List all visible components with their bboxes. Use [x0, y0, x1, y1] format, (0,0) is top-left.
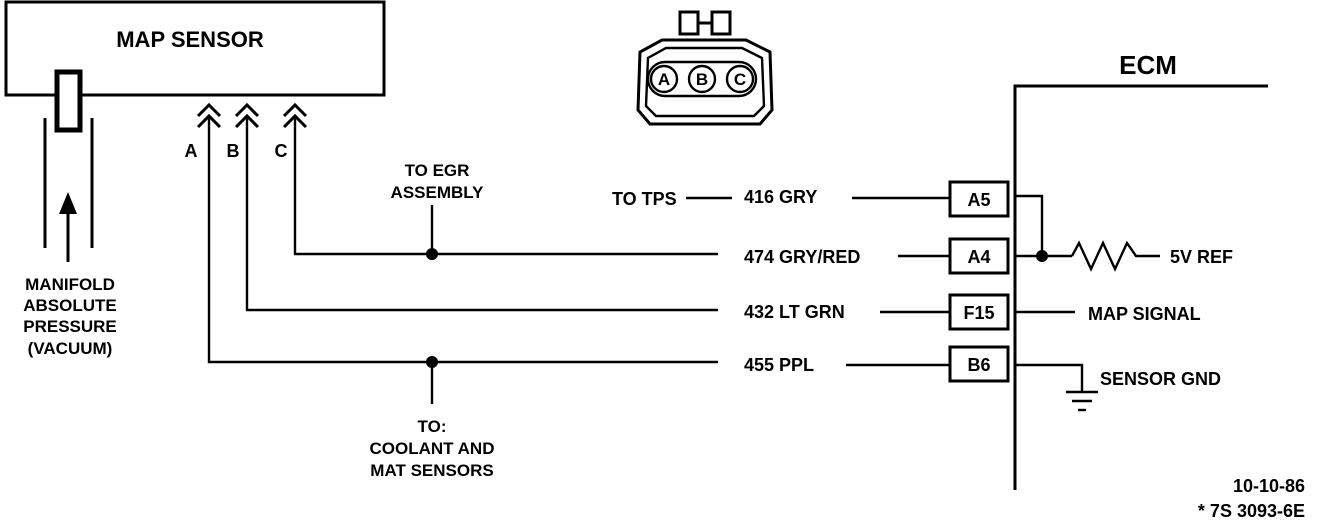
terminal-a5-label: A5: [967, 190, 990, 210]
wire-474-gry-red: [293, 118, 718, 256]
map-sensor-title: MAP SENSOR: [116, 27, 264, 52]
terminal-b6: [948, 345, 1010, 383]
ecm-boundary: [1013, 84, 1268, 490]
pin-b-chevron-icon: [234, 102, 260, 129]
function-5v-ref: 5V REF: [1170, 247, 1233, 267]
terminal-f15-label: F15: [963, 303, 994, 323]
diagram-code: * 7S 3093-6E: [1198, 501, 1305, 521]
terminal-f15: [948, 293, 1010, 331]
coolant-label-line3: MAT SENSORS: [370, 461, 493, 480]
circuit-474-label: 474 GRY/RED: [744, 247, 860, 267]
circuit-432-label: 432 LT GRN: [744, 302, 845, 322]
wire-432-lt-grn: [245, 118, 718, 312]
pin-a-chevron-icon: [196, 102, 222, 129]
egr-label-line1: TO EGR: [405, 161, 470, 180]
coolant-splice-dot: [426, 356, 438, 368]
function-map-signal: MAP SIGNAL: [1088, 304, 1201, 324]
pin-a-label: A: [185, 141, 198, 161]
pin-c-chevron-icon: [282, 102, 308, 129]
coolant-label-line1: TO:: [418, 417, 447, 436]
ref-bus-wire: [1015, 194, 1044, 256]
terminal-a4-label: A4: [967, 247, 990, 267]
connector-face-icon: [636, 10, 774, 126]
diagram-date: 10-10-86: [1233, 476, 1305, 496]
connector-cavity-b: B: [696, 70, 708, 89]
egr-label-line2: ASSEMBLY: [391, 183, 485, 202]
egr-splice-dot: [426, 248, 438, 260]
vacuum-label-line2: ABSOLUTE: [23, 296, 117, 315]
coolant-label-line2: COOLANT AND: [370, 439, 495, 458]
connector-cavity-a: A: [658, 70, 670, 89]
function-sensor-gnd: SENSOR GND: [1100, 369, 1221, 389]
connector-cavity-c: C: [734, 70, 746, 89]
circuit-416-label: 416 GRY: [744, 187, 817, 207]
ground-internal-wire: [1015, 363, 1084, 392]
vacuum-label-line3: PRESSURE: [23, 317, 117, 336]
vacuum-port: [54, 69, 83, 133]
circuit-455-label: 455 PPL: [744, 355, 814, 375]
terminal-a4: [948, 237, 1010, 275]
pin-b-label: B: [227, 141, 240, 161]
wire-455-ppl: [207, 118, 718, 364]
vacuum-label-line1: MANIFOLD: [25, 275, 115, 294]
ref-junction-dot: [1036, 250, 1048, 262]
vacuum-arrow-head: [59, 192, 77, 214]
tps-label: TO TPS: [612, 189, 677, 209]
ground-symbol-icon: [1066, 390, 1098, 412]
vacuum-label-line4: (VACUUM): [28, 339, 113, 358]
ecm-title: ECM: [1119, 50, 1177, 80]
pin-c-label: C: [275, 141, 288, 161]
resistor-icon: [1070, 240, 1160, 272]
terminal-a5: [948, 180, 1010, 218]
terminal-b6-label: B6: [967, 355, 990, 375]
